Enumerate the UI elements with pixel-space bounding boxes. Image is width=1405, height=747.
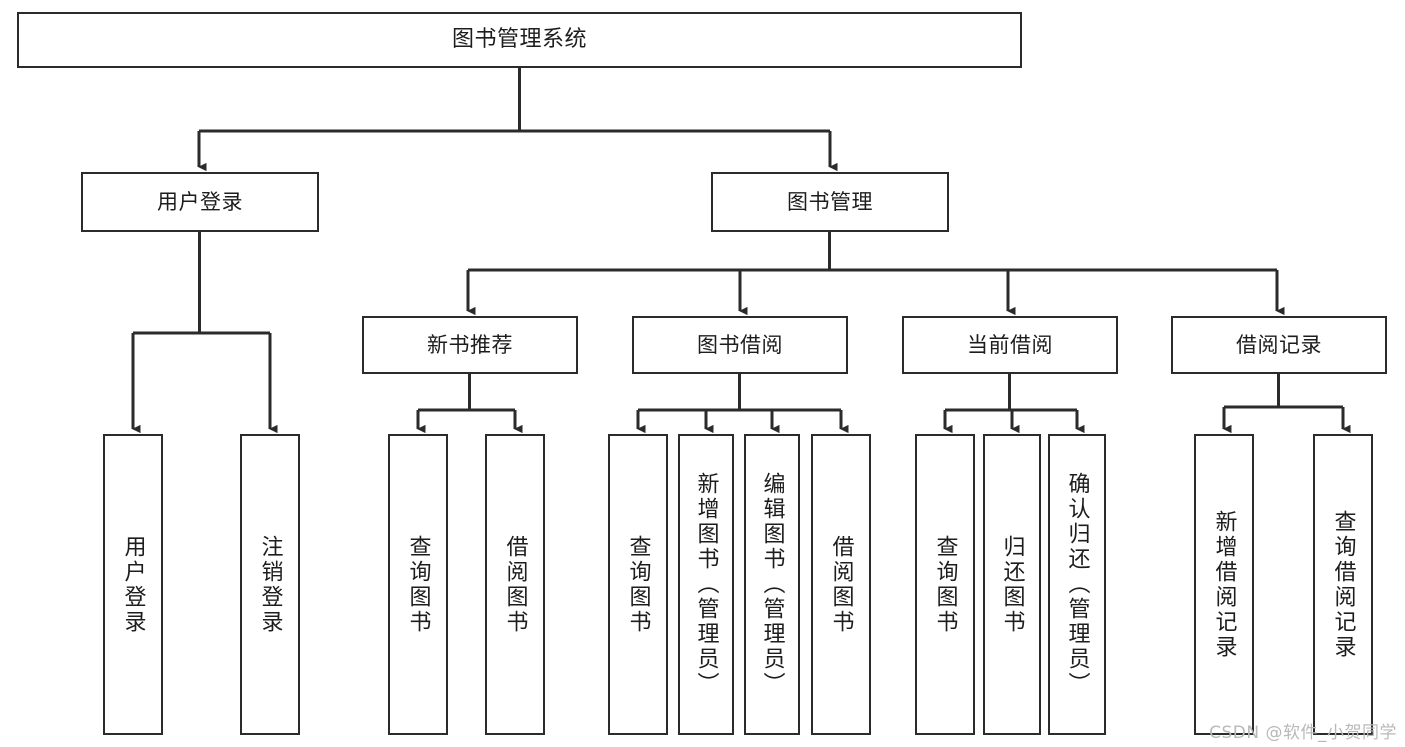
node-leaf-edit-book-label: 编辑图书（管理员） <box>759 472 785 697</box>
node-leaf-borrow-book-1[interactable]: 借阅图书 <box>485 434 545 735</box>
node-new-book-recommend-label: 新书推荐 <box>427 332 513 357</box>
node-book-manage[interactable]: 图书管理 <box>711 172 949 232</box>
watermark-text: CSDN @软件_小贺同学 <box>1209 723 1397 743</box>
node-leaf-user-login-label: 用户登录 <box>120 534 146 635</box>
node-current-borrow[interactable]: 当前借阅 <box>902 316 1118 374</box>
node-leaf-confirm-return[interactable]: 确认归还（管理员） <box>1048 434 1106 735</box>
node-user-login[interactable]: 用户登录 <box>81 172 319 232</box>
node-leaf-query-book-3[interactable]: 查询图书 <box>915 434 975 735</box>
node-leaf-query-book-2[interactable]: 查询图书 <box>608 434 668 735</box>
node-leaf-query-record[interactable]: 查询借阅记录 <box>1313 434 1373 735</box>
node-leaf-return-book[interactable]: 归还图书 <box>983 434 1041 735</box>
node-leaf-edit-book[interactable]: 编辑图书（管理员） <box>744 434 800 735</box>
node-leaf-borrow-book-2-label: 借阅图书 <box>828 534 854 635</box>
node-borrow-record-label: 借阅记录 <box>1236 332 1322 357</box>
node-new-book-recommend[interactable]: 新书推荐 <box>362 316 578 374</box>
node-book-borrow[interactable]: 图书借阅 <box>632 316 848 374</box>
node-leaf-query-book-1[interactable]: 查询图书 <box>388 434 448 735</box>
node-borrow-record[interactable]: 借阅记录 <box>1171 316 1387 374</box>
node-leaf-return-book-label: 归还图书 <box>999 534 1025 635</box>
node-leaf-add-record[interactable]: 新增借阅记录 <box>1194 434 1254 735</box>
node-leaf-add-record-label: 新增借阅记录 <box>1211 509 1237 660</box>
node-leaf-query-book-2-label: 查询图书 <box>625 534 651 635</box>
node-leaf-borrow-book-1-label: 借阅图书 <box>502 534 528 635</box>
node-user-login-label: 用户登录 <box>157 189 243 214</box>
node-leaf-user-logout-label: 注销登录 <box>257 534 283 635</box>
node-leaf-query-book-1-label: 查询图书 <box>405 534 431 635</box>
node-root-label: 图书管理系统 <box>451 27 587 53</box>
node-book-manage-label: 图书管理 <box>787 189 873 214</box>
node-leaf-query-book-3-label: 查询图书 <box>932 534 958 635</box>
node-root[interactable]: 图书管理系统 <box>17 12 1022 68</box>
node-leaf-user-logout[interactable]: 注销登录 <box>240 434 300 735</box>
node-current-borrow-label: 当前借阅 <box>967 332 1053 357</box>
node-leaf-confirm-return-label: 确认归还（管理员） <box>1064 472 1090 697</box>
node-leaf-add-book-label: 新增图书（管理员） <box>693 472 719 697</box>
node-leaf-add-book[interactable]: 新增图书（管理员） <box>678 434 734 735</box>
node-book-borrow-label: 图书借阅 <box>697 332 783 357</box>
node-leaf-query-record-label: 查询借阅记录 <box>1330 509 1356 660</box>
node-leaf-user-login[interactable]: 用户登录 <box>103 434 163 735</box>
node-leaf-borrow-book-2[interactable]: 借阅图书 <box>811 434 871 735</box>
